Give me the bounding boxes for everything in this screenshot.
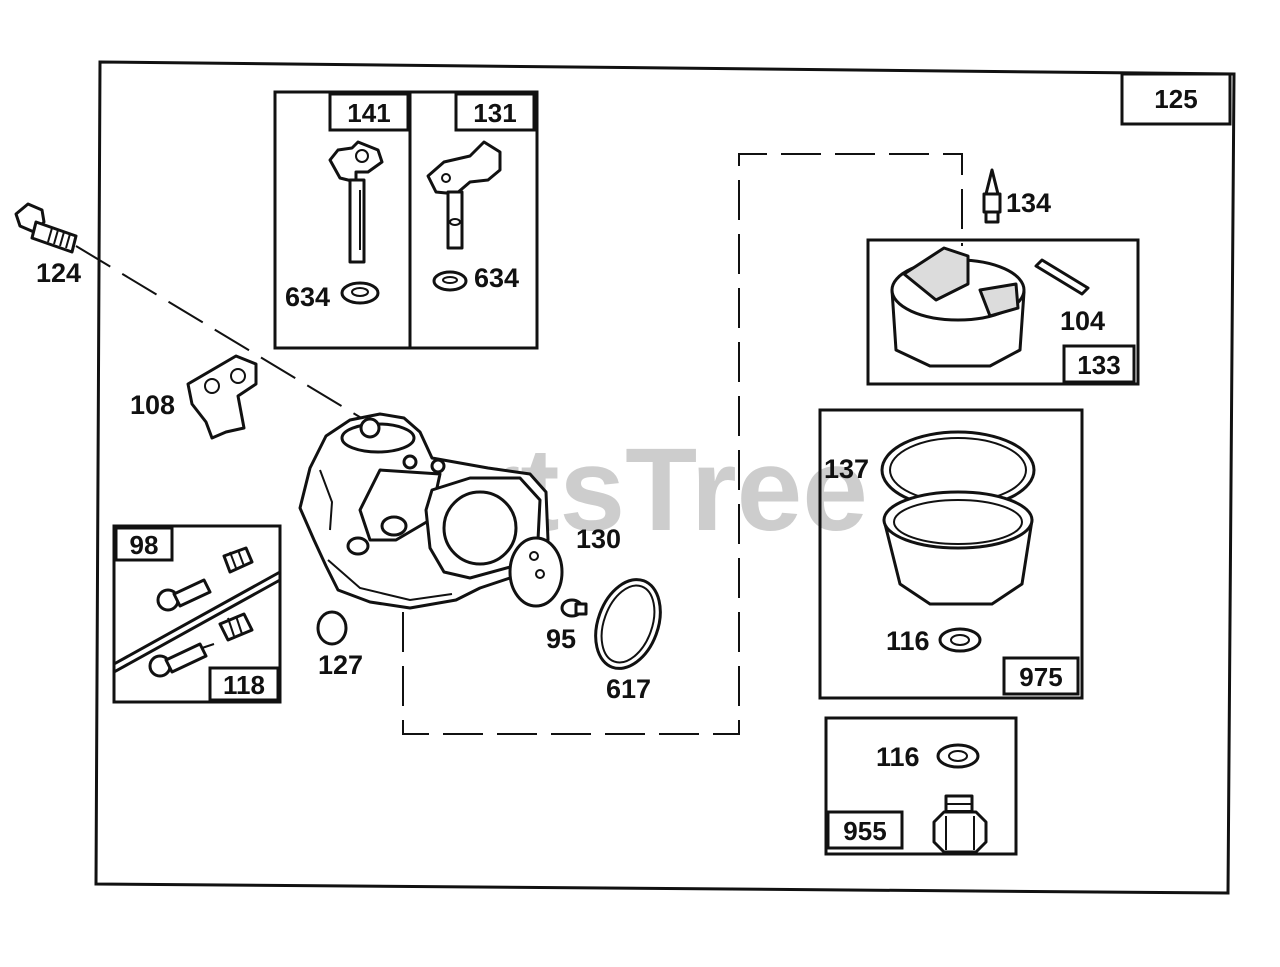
tag-125[interactable]: 125 (1120, 72, 1232, 126)
tag-98-label: 98 (130, 530, 159, 560)
tag-131-label: 131 (473, 98, 516, 128)
washer-116-lower-part[interactable] (936, 743, 980, 769)
float-part[interactable] (890, 246, 1026, 368)
tag-141[interactable]: 141 (328, 92, 410, 132)
screw-95-part[interactable] (560, 598, 588, 618)
callout-124: 124 (36, 258, 81, 288)
box-955 (824, 716, 1018, 856)
pin-104-part[interactable] (1034, 258, 1090, 296)
bowl-nut-part[interactable] (932, 794, 988, 854)
callout-134: 134 (1006, 188, 1051, 218)
throttle-shaft-part[interactable] (328, 140, 384, 264)
callout-130: 130 (576, 524, 621, 554)
tag-125-label: 125 (1154, 84, 1197, 114)
tag-118[interactable]: 118 (208, 666, 280, 702)
tag-98[interactable]: 98 (114, 526, 174, 562)
plug-127-part[interactable] (316, 610, 348, 646)
box-141-131 (273, 90, 539, 350)
oring-617-part[interactable] (584, 571, 672, 678)
carburetor-body-part[interactable] (298, 412, 550, 610)
tag-955-label: 955 (843, 816, 886, 846)
washer-634-left[interactable] (340, 281, 380, 305)
callout-634-left: 634 (285, 282, 330, 312)
callout-116-upper: 116 (886, 626, 930, 656)
callout-104: 104 (1060, 306, 1105, 336)
assembly-leader-line (402, 153, 963, 735)
tag-975[interactable]: 975 (1002, 656, 1080, 696)
washer-116-upper-part[interactable] (938, 627, 982, 653)
box-98-118 (112, 524, 282, 704)
tag-118-label: 118 (223, 670, 265, 700)
outer-frame (94, 60, 1236, 895)
bolt-leader-line (75, 245, 369, 423)
callout-137: 137 (824, 454, 869, 484)
box-133 (866, 238, 1140, 386)
callout-116-lower: 116 (876, 742, 920, 772)
callout-127: 127 (318, 650, 363, 680)
box-975 (818, 408, 1084, 700)
mixture-screw-part[interactable] (148, 612, 254, 678)
tag-975-label: 975 (1019, 662, 1062, 692)
callout-108: 108 (130, 390, 175, 420)
callout-617: 617 (606, 674, 651, 704)
float-bowl-part[interactable] (882, 490, 1034, 606)
choke-shaft-part[interactable] (426, 140, 502, 250)
tag-955[interactable]: 955 (826, 810, 904, 850)
tag-131[interactable]: 131 (454, 92, 536, 132)
tag-141-label: 141 (347, 98, 390, 128)
needle-134-part[interactable] (982, 168, 1002, 224)
tag-133-label: 133 (1077, 350, 1120, 380)
washer-634-right[interactable] (432, 270, 468, 292)
callout-634-right: 634 (474, 263, 519, 293)
plate-108-part[interactable] (186, 354, 258, 440)
tag-133[interactable]: 133 (1062, 344, 1136, 384)
bolt-124-part[interactable] (14, 202, 78, 254)
callout-95: 95 (546, 624, 576, 654)
idle-screw-part[interactable] (156, 546, 254, 612)
gasket-130-part[interactable] (508, 536, 564, 608)
